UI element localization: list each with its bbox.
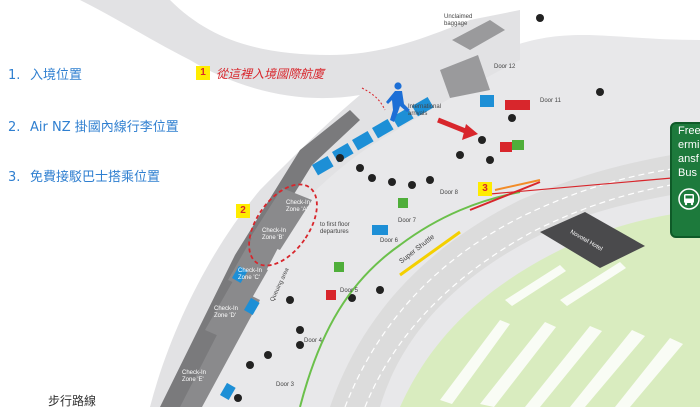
label-door-5: Door 5	[340, 288, 359, 294]
callout-badge-2: 2	[236, 204, 250, 218]
legend-text: 免費接駁巴士搭乘位置	[30, 170, 161, 185]
label-checkin-zone-c: Check-In Zone 'C'	[238, 268, 263, 281]
bus-card-line: Bus	[678, 167, 697, 179]
road-band	[330, 150, 700, 407]
amenity-icons	[234, 14, 604, 402]
callout-badge-3: 3	[478, 182, 492, 196]
unclaimed-baggage-block	[452, 20, 505, 50]
label-door-11: Door 11	[540, 98, 561, 104]
arrivals-hall-block	[440, 55, 490, 98]
road-lane-marking	[364, 179, 700, 407]
bus-card-line: Free	[678, 125, 700, 137]
legend-number: 3.	[8, 170, 21, 185]
checkin-zone-b-block	[250, 188, 312, 250]
label-checkin-zone-b: Check-In Zone 'B'	[262, 228, 287, 241]
legend-text: Air NZ 掛國內線行李位置	[30, 120, 179, 135]
super-shuttle-bar	[399, 230, 461, 277]
label-checkin-zone-d: Check-In Zone 'D'	[214, 306, 239, 319]
airline-counters	[326, 100, 530, 300]
checkin-zone-e-block	[180, 290, 260, 407]
callout-badge-1: 1	[196, 66, 210, 80]
legend-number: 2.	[8, 120, 21, 135]
label-checkin-zone-e: Check-In Zone 'E'	[182, 370, 207, 383]
label-door-4: Door 4	[304, 338, 323, 344]
legend-text: 入境位置	[30, 68, 83, 83]
label-international-arrivals: International arrivals	[408, 104, 442, 117]
bus-card-line: ansf	[678, 153, 699, 165]
walking-route-line	[299, 191, 521, 407]
callout-1-leader	[361, 87, 386, 111]
arrival-direction-arrow	[437, 117, 469, 135]
arrival-arrowhead	[462, 124, 478, 140]
bus-icon	[678, 188, 700, 210]
walking-route-label: 步行路線	[48, 394, 97, 407]
legend-item-baggage: 2. Air NZ 掛國內線行李位置	[8, 116, 179, 135]
checkin-wall	[160, 110, 360, 407]
label-checkin-zone-a: Check-In Zone 'A'	[286, 200, 311, 213]
legend-item-shuttle: 3. 免費接駁巴士搭乘位置	[8, 166, 160, 185]
legend-number: 1.	[8, 68, 21, 83]
label-unclaimed-baggage: Unclaimed baggage	[444, 14, 473, 27]
label-door-8: Door 8	[440, 190, 459, 196]
label-first-floor-departures: to first floor departures	[320, 222, 350, 235]
label-door-7: Door 7	[398, 218, 417, 224]
road-lane-marking	[344, 164, 700, 407]
novotel-hotel-block	[540, 212, 645, 268]
label-door-12: Door 12	[494, 64, 516, 70]
label-door-6: Door 6	[380, 238, 399, 244]
label-door-3: Door 3	[276, 382, 295, 388]
taxi-line	[494, 179, 541, 191]
legend-item-arrival: 1. 入境位置	[8, 64, 82, 83]
bus-card-line: ermi	[678, 139, 700, 151]
zone-highlight-ellipse	[248, 183, 318, 267]
parking-rows	[440, 262, 683, 407]
free-bus-card: Free ermi ansf Bus	[670, 122, 700, 238]
arrival-callout-text: 從這裡入境國際航廈	[216, 67, 325, 81]
walking-person-icon	[386, 82, 410, 122]
callout-3-leader	[489, 177, 673, 195]
bus-stop-line	[469, 181, 541, 211]
